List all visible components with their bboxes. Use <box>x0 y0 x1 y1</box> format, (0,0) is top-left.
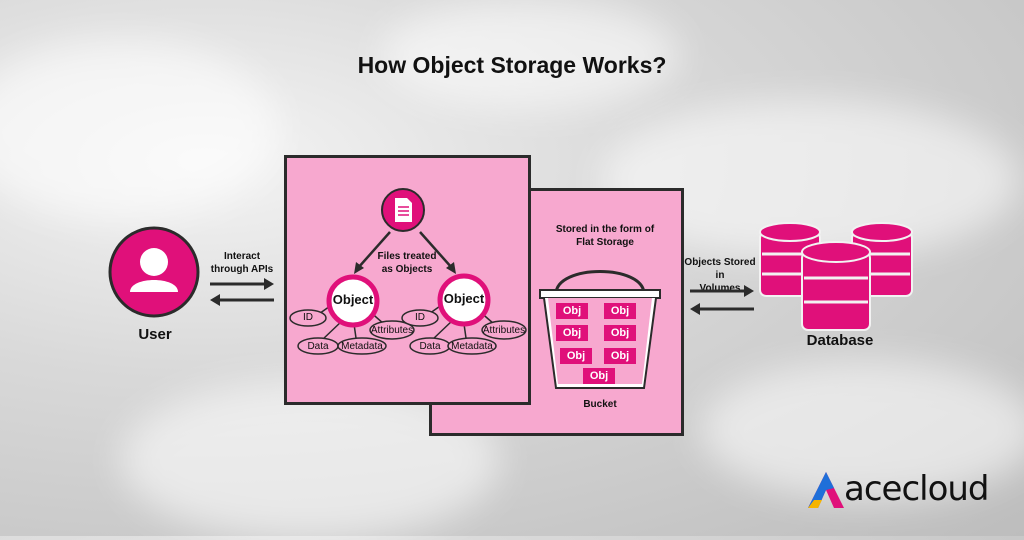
attr-attributes-right: Attributes <box>482 325 526 336</box>
bucket-label: Bucket <box>583 399 617 410</box>
object-label-right: Object <box>443 291 485 306</box>
obj-1: Obj <box>556 303 588 319</box>
acecloud-logo: acecloud <box>806 468 1006 510</box>
user-label: User <box>138 326 172 343</box>
volumes-label: Objects Stored in Volumes <box>680 256 760 295</box>
obj-3: Obj <box>556 325 588 341</box>
page-title: How Object Storage Works? <box>357 52 667 78</box>
document-icon <box>381 188 425 232</box>
attr-metadata-left: Metadata <box>341 341 383 352</box>
cloud-1 <box>0 40 280 220</box>
obj-5: Obj <box>560 348 592 364</box>
obj-6: Obj <box>604 348 636 364</box>
volumes-line1: Objects Stored in <box>684 257 756 281</box>
files-line1: Files treated <box>377 251 437 262</box>
object-cluster-left <box>289 274 415 355</box>
logo-text: acecloud <box>844 469 990 509</box>
attr-id-right: ID <box>415 312 425 323</box>
obj-2: Obj <box>604 303 636 319</box>
files-line2: as Objects <box>381 264 433 275</box>
attr-data-left: Data <box>307 341 329 352</box>
storage-line2: Flat Storage <box>576 237 634 248</box>
attr-attributes-left: Attributes <box>370 325 414 336</box>
volume-arrows <box>690 285 754 315</box>
files-label: Files treated as Objects <box>372 250 442 276</box>
database-icon <box>759 222 913 331</box>
volumes-line2: Volumes <box>699 283 741 294</box>
object-label-left: Object <box>332 292 374 307</box>
acecloud-logo-icon <box>808 472 844 508</box>
api-arrows <box>210 278 274 306</box>
obj-7: Obj <box>583 368 615 384</box>
attr-data-right: Data <box>419 341 441 352</box>
user-icon <box>108 226 200 318</box>
interact-line1: Interact <box>223 251 261 262</box>
attr-metadata-right: Metadata <box>451 341 493 352</box>
object-cluster-right <box>401 273 527 355</box>
interact-label: Interact through APIs <box>200 250 284 276</box>
attr-id-left: ID <box>303 312 313 323</box>
obj-4: Obj <box>604 325 636 341</box>
interact-line2: through APIs <box>210 264 274 275</box>
storage-line1: Stored in the form of <box>555 224 655 235</box>
files-arrows <box>354 231 456 274</box>
cloud-5 <box>380 0 680 110</box>
cloud-4 <box>700 360 1024 500</box>
storage-label: Stored in the form of Flat Storage <box>550 223 660 249</box>
database-label: Database <box>806 332 874 349</box>
